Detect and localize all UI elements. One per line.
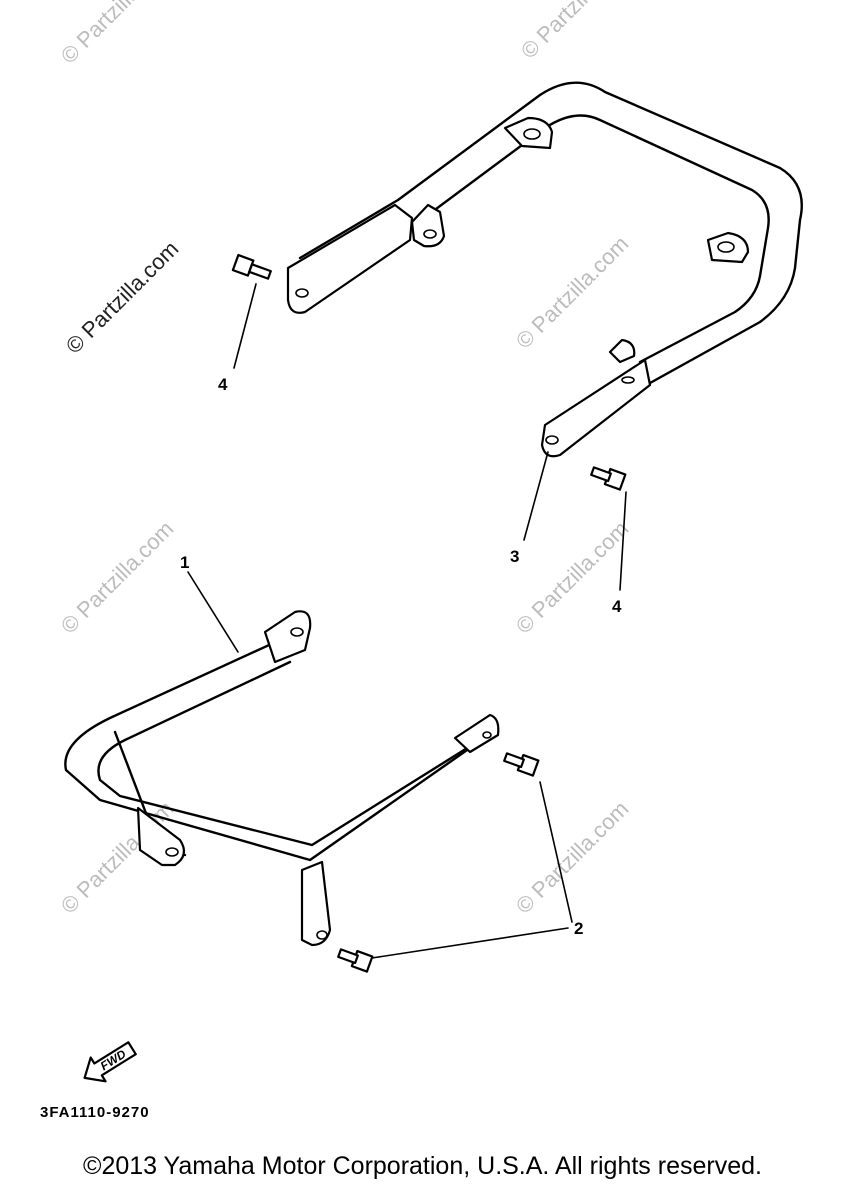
lower-guard-frame	[64, 610, 500, 947]
part-code: 3FA1110-9270	[40, 1104, 150, 1121]
callout-1: 1	[180, 553, 189, 572]
callout-4-upper: 4	[218, 375, 228, 394]
fwd-arrow-icon: FWD	[83, 1041, 137, 1083]
bolt-icon	[590, 466, 627, 491]
callout-2: 2	[574, 919, 583, 938]
copyright-notice: ©2013 Yamaha Motor Corporation, U.S.A. A…	[83, 1152, 762, 1180]
watermark-text-strong: © Partzilla.com	[61, 236, 184, 359]
watermark-text: © Partzilla.com	[511, 231, 634, 354]
bolt-group	[231, 253, 627, 973]
watermark-text: © Partzilla.com	[56, 0, 179, 69]
bolt-icon	[337, 948, 374, 973]
bolt-icon	[503, 752, 540, 777]
upper-carrier-frame	[286, 81, 803, 458]
watermark-text: © Partzilla.com	[516, 0, 639, 64]
leader-lines	[187, 283, 627, 959]
watermark-text: © Partzilla.com	[56, 516, 179, 639]
callout-3: 3	[510, 547, 519, 566]
bolt-icon	[231, 253, 272, 280]
watermark-text: © Partzilla.com	[511, 796, 634, 919]
callout-4-lower: 4	[612, 597, 622, 616]
watermark-text: © Partzilla.com	[511, 516, 634, 639]
